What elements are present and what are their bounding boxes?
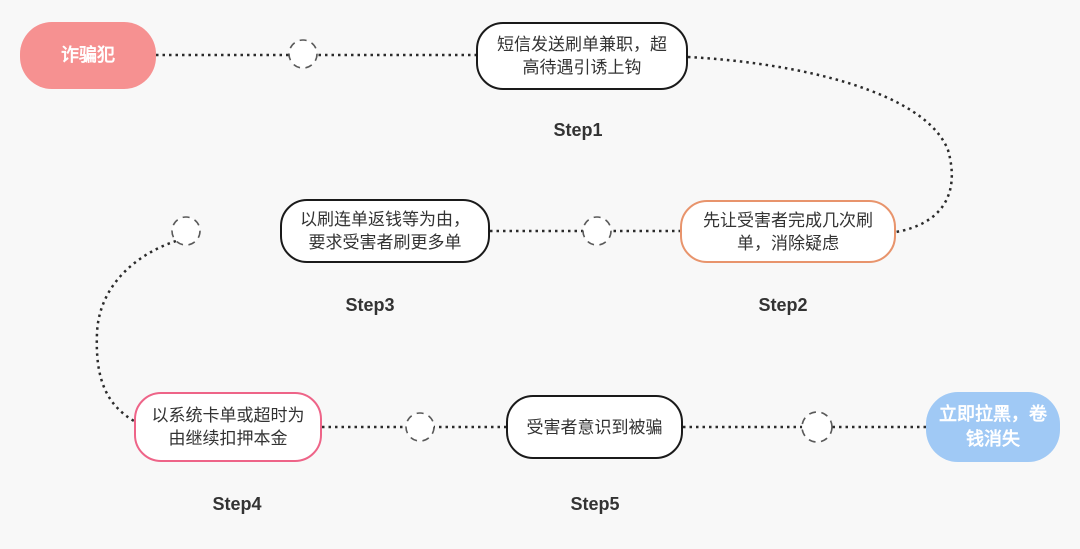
connector-step3-to-step4-arc (95, 239, 177, 423)
step2-box[interactable]: 先让受害者完成几次刷单，消除疑虑 (680, 200, 896, 263)
step5-label: Step5 (570, 494, 620, 514)
step2-label: Step2 (758, 295, 808, 315)
junction-circle-3 (171, 216, 201, 246)
junction-circle-2 (582, 216, 612, 246)
step4-label: Step4 (212, 494, 262, 514)
step2-text: 先让受害者完成几次刷单，消除疑虑 (703, 210, 873, 253)
start-node-label: 诈骗犯 (61, 45, 115, 65)
step3-label: Step3 (345, 295, 395, 315)
step4-text: 以系统卡单或超时为由继续扣押本金 (151, 406, 305, 448)
step1-text: 短信发送刷单兼职，超高待遇引诱上钩 (497, 35, 667, 77)
junction-circle-4 (405, 412, 435, 442)
end-node[interactable]: 立即拉黑，卷钱消失 (926, 392, 1060, 462)
step5-text: 受害者意识到被骗 (526, 417, 663, 437)
junction-circle-5 (801, 411, 833, 443)
start-node[interactable]: 诈骗犯 (20, 22, 156, 89)
step5-box[interactable]: 受害者意识到被骗 (506, 395, 683, 459)
step4-box[interactable]: 以系统卡单或超时为由继续扣押本金 (134, 392, 322, 462)
step3-text: 以刷连单返钱等为由，要求受害者刷更多单 (300, 210, 470, 252)
step3-box[interactable]: 以刷连单返钱等为由，要求受害者刷更多单 (280, 199, 490, 263)
junction-circle-1 (288, 39, 318, 69)
end-node-label: 立即拉黑，卷钱消失 (939, 404, 1047, 449)
step1-label: Step1 (553, 120, 603, 140)
step1-box[interactable]: 短信发送刷单兼职，超高待遇引诱上钩 (476, 22, 688, 90)
